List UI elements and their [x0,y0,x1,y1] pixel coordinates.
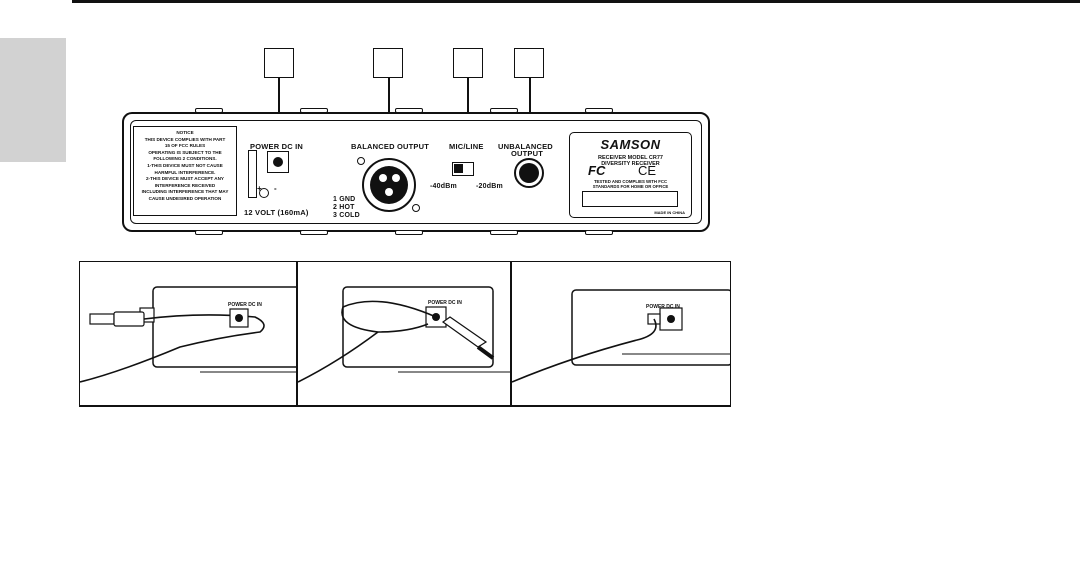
mic-line-label: MIC/LINE [449,142,484,151]
notice-line: HARMFUL INTERFERENCE. [154,169,216,175]
unbalanced-label-line1: UNBALANCED [498,142,553,151]
notice-line: CAUSE UNDESIRED OPERATION [148,195,222,201]
top-rule [72,0,1080,3]
model-text: RECEIVER MODEL CR77 [598,155,663,161]
page-side-tab [0,38,66,162]
unbalanced-label-line2: OUTPUT [511,149,544,158]
leader-line-balanced [388,78,390,144]
fcc-logo-icon: FC [588,163,606,178]
pin-hot: 2 HOT [333,204,355,211]
ce-mark-icon: CE [638,163,657,178]
polarity-minus: - [274,184,277,193]
notice-line: 2-THIS DEVICE MUST ACCEPT ANY [145,176,224,182]
balanced-output-label: BALANCED OUTPUT [351,142,429,151]
notice-line: INTERFERENCE RECEIVED [154,182,216,188]
notice-line: NOTICE [176,130,194,135]
notice-line: FOLLOWING 2 CONDITIONS. [153,156,217,162]
notice-line: INCLUDING INTERFERENCE THAT MAY [141,189,229,195]
leader-line-micline [467,78,469,142]
photo2-power-label: POWER DC IN [428,300,462,306]
photo1-power-label: POWER DC IN [228,302,262,308]
fcc-notice-box: NOTICE THIS DEVICE COMPLIES WITH PART 15… [133,126,237,216]
made-in-text: MADE IN CHINA [654,210,685,215]
notice-line: 15 OF FCC RULES [164,143,206,149]
power-dc-in-label: POWER DC IN [250,142,304,151]
brand-logo: SAMSON [600,137,661,152]
xlr-connector-icon [362,158,416,212]
power-slot [248,150,257,198]
notice-line: 1-THIS DEVICE MUST NOT CAUSE [147,162,223,168]
photo-step-3: POWER DC IN [511,261,731,406]
dc-jack-icon [267,151,289,173]
callout-box-power [264,48,294,78]
pin-gnd: 1 GND [333,196,356,203]
notice-line: OPERATING IS SUBJECT TO THE [148,149,222,155]
tested-line1: TESTED AND COMPLIES WITH FCC [593,179,668,184]
brand-label-box: SAMSON RECEIVER MODEL CR77 DIVERSITY REC… [569,132,692,218]
photo-step-2: POWER DC IN [297,261,511,406]
receiver-type-text: DIVERSITY RECEIVER [601,161,660,167]
tested-line2: STANDARDS FOR HOME OR OFFICE [592,184,669,189]
dc-jack-pin [273,157,283,167]
serial-number-box [582,191,678,207]
pin-cold: 3 COLD [333,212,360,219]
callout-box-balanced [373,48,403,78]
polarity-plus: + [257,184,262,193]
polarity-icon [259,188,269,198]
notice-line: THIS DEVICE COMPLIES WITH PART [144,136,226,142]
callout-box-micline [453,48,483,78]
callout-box-unbalanced [514,48,544,78]
photo3-power-label: POWER DC IN [646,304,680,310]
photo-strip-bottom-rule [79,405,731,407]
line-level-label: -20dBm [476,183,503,190]
quarter-inch-jack-icon [514,158,544,188]
switch-icon [452,162,474,176]
leader-line-unbalanced [529,78,531,142]
power-rating: 12 VOLT (160mA) [244,208,309,217]
photo-step-1: POWER DC IN [79,261,297,406]
mic-level-label: -40dBm [430,183,457,190]
